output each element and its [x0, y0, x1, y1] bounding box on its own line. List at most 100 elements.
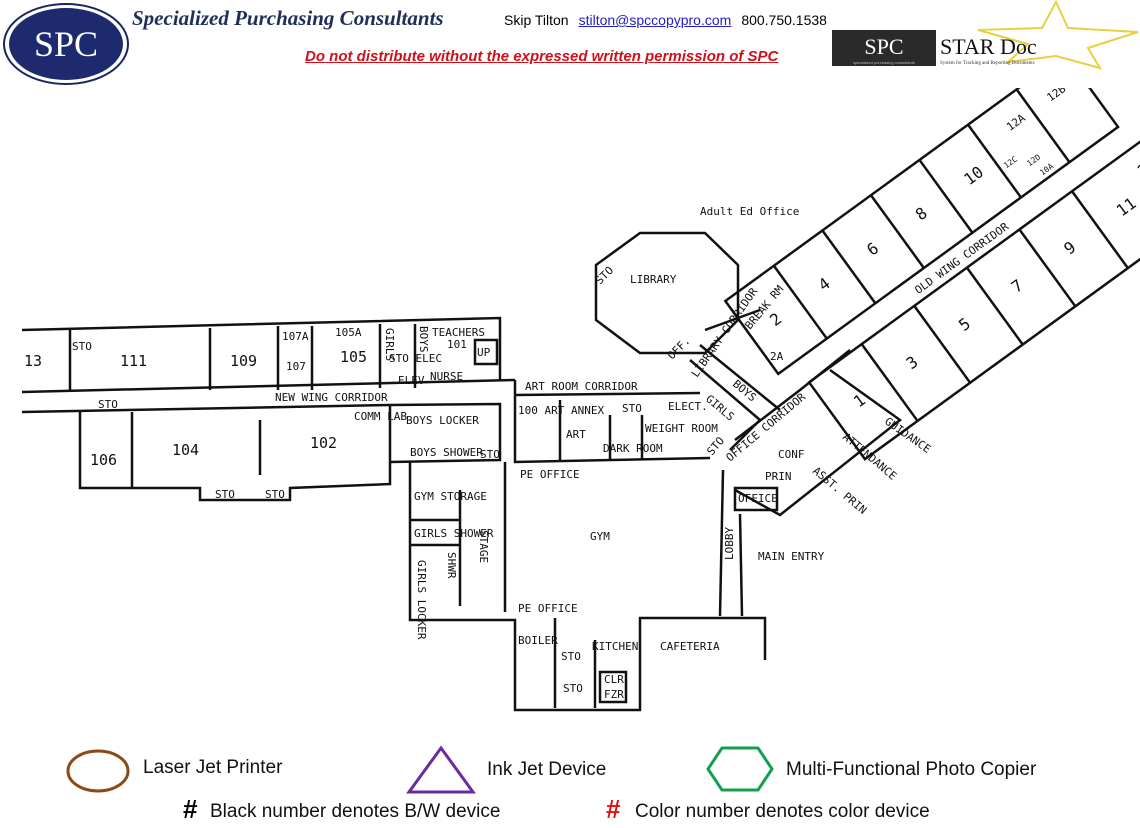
room-12b: 12B — [1045, 88, 1069, 104]
gym-block — [408, 380, 767, 712]
room-106: 106 — [90, 451, 117, 469]
room-107a: 107A — [282, 330, 309, 343]
room-sto: STO — [622, 402, 642, 415]
guidance-office: GUIDANCE — [882, 415, 933, 456]
inkjet-triangle-icon — [406, 745, 476, 794]
shower: SHWR — [445, 552, 458, 579]
library-outline — [594, 231, 740, 355]
room-sto: STO — [563, 682, 583, 695]
boys-restroom: BOYS — [730, 377, 759, 404]
svg-text:SPC: SPC — [864, 34, 903, 59]
nurse-room: NURSE — [430, 370, 463, 383]
color-hash-symbol: # — [606, 794, 621, 824]
stairs-up: UP — [477, 346, 491, 359]
girls-locker-room: GIRLS LOCKER — [415, 560, 428, 640]
room-6: 6 — [863, 238, 882, 259]
freezer: FZR — [604, 688, 624, 701]
room-107: 107 — [286, 360, 306, 373]
room-1: 1 — [850, 390, 869, 411]
library: LIBRARY — [630, 273, 677, 286]
comm-lab: COMM LAB — [354, 410, 407, 423]
electrical-room: ELECT. — [668, 400, 708, 413]
room-sto: STO — [265, 488, 285, 501]
room-sto: STO — [215, 488, 235, 501]
svg-text:SPC: SPC — [34, 24, 98, 64]
teachers-room: TEACHERS — [432, 326, 485, 339]
boys-locker-room: BOYS LOCKER — [406, 414, 479, 427]
boys-restroom: BOYS — [417, 326, 430, 353]
principal-office: PRIN — [765, 470, 792, 483]
art-room: ART — [566, 428, 586, 441]
svg-text:System for Tracking and Report: System for Tracking and Reporting Docume… — [940, 61, 1035, 66]
room-105a: 105A — [335, 326, 362, 339]
main-office: OFFICE — [738, 492, 778, 505]
room-101: 101 — [447, 338, 467, 351]
new-wing — [21, 316, 516, 502]
contact-email-link[interactable]: stilton@spccopypro.com — [578, 12, 732, 28]
contact-info: Skip Tilton stilton@spccopypro.com 800.7… — [504, 12, 827, 28]
room-12c: 12C — [1002, 154, 1019, 170]
room-100-art-annex: 100 ART ANNEX — [518, 404, 604, 417]
room-102: 102 — [310, 434, 337, 452]
copier-hexagon-icon — [706, 746, 774, 792]
gym: GYM — [590, 530, 610, 543]
room-12d: 12D — [1025, 152, 1042, 168]
contact-name: Skip Tilton — [504, 12, 569, 28]
svg-text:specialized purchasing consult: specialized purchasing consultants — [853, 60, 915, 65]
room-11: 11 — [1113, 194, 1140, 221]
room-sto: STO — [98, 398, 118, 411]
room-105: 105 — [340, 348, 367, 366]
lobby: LOBBY — [723, 527, 736, 560]
laser-printer-circle-icon — [66, 749, 130, 793]
legend-laser-label: Laser Jet Printer — [143, 757, 283, 778]
conference-room: CONF — [778, 448, 805, 461]
stage: STAGE — [477, 530, 490, 563]
floor-plan: OLD WING CORRIDOR 2 4 6 8 10 12C 12D 10A… — [21, 88, 1140, 712]
room-10: 10 — [960, 162, 987, 189]
boys-shower: BOYS SHOWER — [410, 446, 483, 459]
bw-note: Black number denotes B/W device — [210, 801, 501, 822]
bw-hash-symbol: # — [183, 794, 198, 824]
old-wing-corridor-label: OLD WING CORRIDOR — [912, 220, 1011, 297]
dark-room: DARK ROOM — [603, 442, 663, 455]
legend-inkjet-label: Ink Jet Device — [487, 759, 607, 780]
room-9: 9 — [1060, 237, 1079, 258]
room-2a: 2A — [770, 350, 784, 363]
cafeteria: CAFETERIA — [660, 640, 720, 653]
room-8: 8 — [912, 203, 931, 224]
contact-phone: 800.750.1538 — [741, 12, 827, 28]
room-2: 2 — [766, 309, 785, 330]
room-sto-elec: STO ELEC — [389, 352, 442, 365]
svg-text:STAR Doc: STAR Doc — [940, 34, 1037, 59]
color-note: Color number denotes color device — [635, 801, 930, 822]
girls-restroom: GIRLS — [383, 328, 396, 361]
spc-logo: SPC — [3, 3, 129, 85]
room-sto: STO — [480, 448, 500, 461]
room-sto: STO — [561, 650, 581, 663]
asst-principal-office: ASST. PRIN — [810, 464, 869, 517]
boiler-room: BOILER — [518, 634, 558, 647]
kitchen: KITCHEN — [592, 640, 638, 653]
star-doc-logo: SPC specialized purchasing consultants S… — [832, 0, 1139, 70]
elevator: ELEV — [398, 374, 425, 387]
library-office: OFF. — [665, 334, 693, 362]
room-13: 13 — [24, 352, 42, 370]
legend-copier-label: Multi-Functional Photo Copier — [786, 759, 1037, 780]
art-room-corridor-label: ART ROOM CORRIDOR — [525, 380, 638, 393]
room-5: 5 — [955, 314, 974, 335]
room-12a: 12A — [1004, 111, 1028, 133]
gym-storage: GYM STORAGE — [414, 490, 487, 503]
girls-shower: GIRLS SHOWER — [414, 527, 494, 540]
pe-office: PE OFFICE — [520, 468, 580, 481]
new-wing-corridor-label: NEW WING CORRIDOR — [275, 391, 388, 404]
room-sto: STO — [72, 340, 92, 353]
room-4: 4 — [815, 274, 834, 295]
cooler: CLR — [604, 673, 624, 686]
room-13-old: 13 — [1133, 154, 1140, 181]
weight-room: WEIGHT ROOM — [645, 422, 718, 435]
room-7: 7 — [1008, 276, 1027, 297]
room-104: 104 — [172, 441, 199, 459]
distribution-warning: Do not distribute without the expressed … — [305, 48, 779, 65]
room-3: 3 — [903, 352, 922, 373]
pe-office: PE OFFICE — [518, 602, 578, 615]
